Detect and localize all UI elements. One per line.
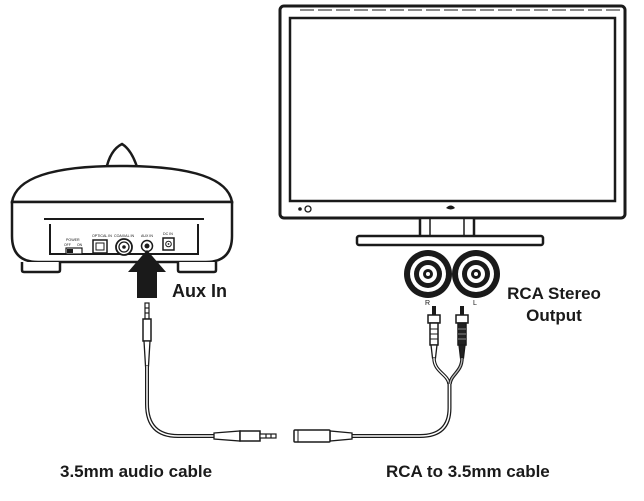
speaker-foot-left xyxy=(20,262,62,274)
power-led-icon xyxy=(298,205,312,213)
rca-cable xyxy=(293,306,469,443)
rca-plug-white-icon xyxy=(427,306,441,359)
optical-in-port[interactable] xyxy=(92,239,108,254)
aux-in-port-label: AUX IN xyxy=(141,234,153,238)
aux-in-port[interactable] xyxy=(140,239,154,253)
coaxial-in-label: COAXIAL IN xyxy=(114,234,134,238)
rca-jack-right-label: R xyxy=(425,300,430,307)
power-switch[interactable] xyxy=(65,247,83,255)
rca-jacks: R L xyxy=(404,250,500,307)
rca-jack-left xyxy=(452,250,500,298)
female-35mm-connector-icon xyxy=(293,429,353,443)
speaker-fin xyxy=(104,142,140,172)
audio-cable-label: 3.5mm audio cable xyxy=(60,462,213,481)
male-35mm-plug-top-icon xyxy=(142,302,152,367)
power-on-label: ON xyxy=(77,243,83,247)
power-label: POWER xyxy=(66,238,80,242)
aux-in-label: Aux In xyxy=(172,281,228,301)
dc-in-port[interactable] xyxy=(162,237,175,251)
speaker-foot-right xyxy=(176,262,218,274)
speaker-dome xyxy=(10,164,234,204)
rca-plug-red-icon xyxy=(455,306,469,359)
optical-in-label: OPTICAL IN xyxy=(92,234,112,238)
rca-cable-label: RCA to 3.5mm cable xyxy=(386,462,550,481)
speaker-base: POWER OFF ON OPTICAL IN COAXIAL IN AUX I… xyxy=(10,142,234,274)
arrow-up-icon xyxy=(128,250,166,298)
tv-frame xyxy=(278,4,627,220)
rca-jack-left-label: L xyxy=(473,300,477,307)
power-off-label: OFF xyxy=(64,243,71,247)
rca-jack-right xyxy=(404,250,452,298)
rca-stereo-output-label: RCA Stereo Output xyxy=(496,283,612,327)
television xyxy=(278,4,627,247)
speaker-back-panel: POWER OFF ON OPTICAL IN COAXIAL IN AUX I… xyxy=(64,232,175,256)
rca-stereo-output-line2: Output xyxy=(526,306,582,325)
tv-stand xyxy=(355,216,545,247)
dc-in-label: DC IN xyxy=(163,232,173,236)
tv-logo-icon xyxy=(446,205,455,210)
coaxial-in-port[interactable] xyxy=(115,238,133,256)
rca-stereo-output-line1: RCA Stereo xyxy=(507,284,601,303)
audio-cable-35mm xyxy=(142,302,277,442)
male-35mm-plug-end-icon xyxy=(213,430,277,442)
